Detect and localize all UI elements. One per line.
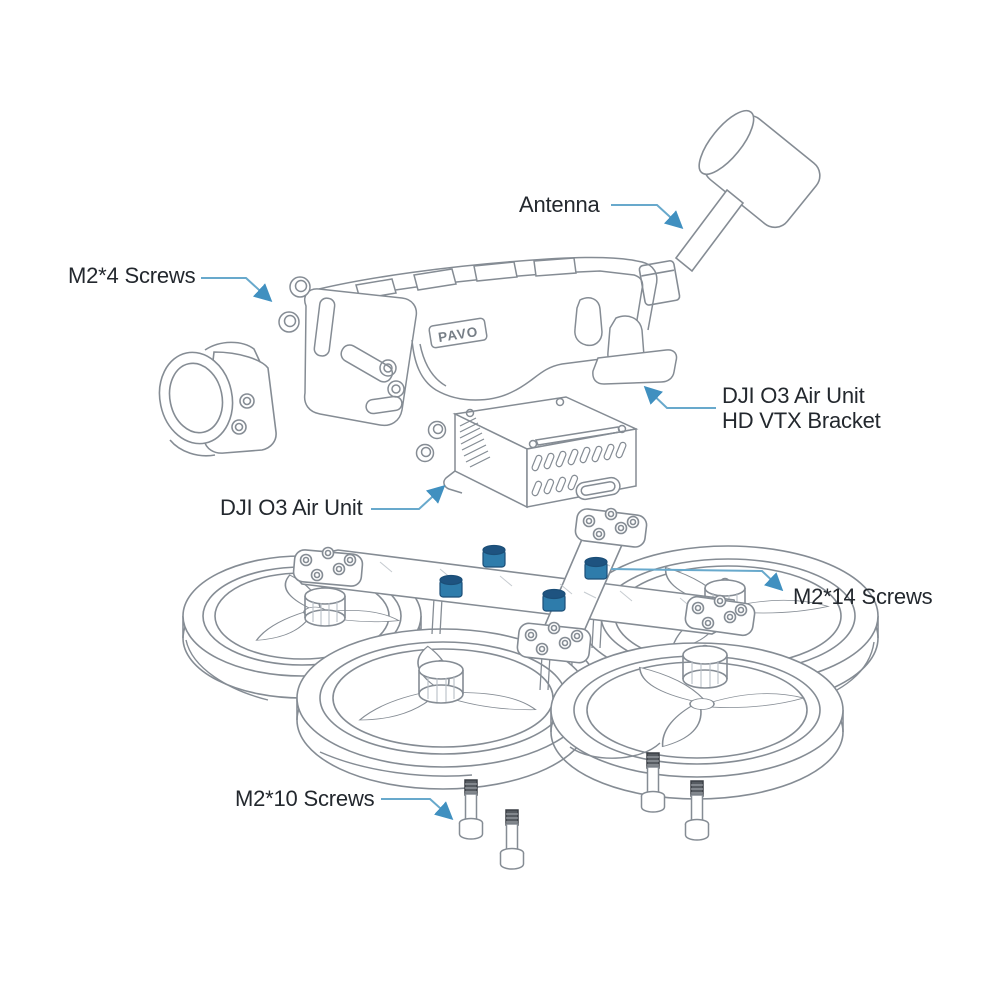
vtx-bracket-label: DJI O3 Air Unit HD VTX Bracket [722, 383, 881, 433]
m2x4-screws-label: M2*4 Screws [68, 263, 196, 288]
drone-frame [182, 507, 879, 800]
pavo-badge-text: PAVO [437, 324, 479, 345]
usb-c-port [575, 476, 621, 501]
vtx-bracket-part: PAVO [303, 256, 678, 427]
m2x14-screws-part [439, 544, 608, 612]
duct-front-right [550, 642, 844, 800]
m2x10-screws-part [458, 752, 710, 870]
air-unit-leader-line [371, 484, 446, 510]
antenna-label: Antenna [519, 192, 600, 217]
antenna-part [638, 109, 821, 306]
m2x14-screws-label: M2*14 Screws [793, 584, 933, 609]
camera-mount-part [158, 341, 277, 457]
air-unit-label: DJI O3 Air Unit [220, 495, 363, 520]
motor-front-right [682, 644, 728, 689]
top-plate [292, 507, 756, 664]
m2x14-leader-line [610, 568, 784, 592]
antenna-leader-line [611, 204, 684, 230]
propeller-front-right [638, 666, 806, 748]
pavo-badge: PAVO [428, 317, 488, 349]
vtx-bracket-label-line2: HD VTX Bracket [722, 408, 881, 433]
m2x10-leader-line [381, 798, 454, 821]
air-unit-part [443, 396, 639, 509]
motor-rear-left [304, 585, 346, 627]
vtx-bracket-label-line1: DJI O3 Air Unit [722, 383, 865, 408]
m2x10-screws-label: M2*10 Screws [235, 786, 375, 811]
m2x4-screws-part [278, 276, 447, 463]
motor-front-left [418, 659, 464, 704]
antenna-connector [638, 260, 681, 306]
vtx-bracket-leader-line [643, 385, 716, 409]
m2x4-leader-line [201, 277, 273, 303]
